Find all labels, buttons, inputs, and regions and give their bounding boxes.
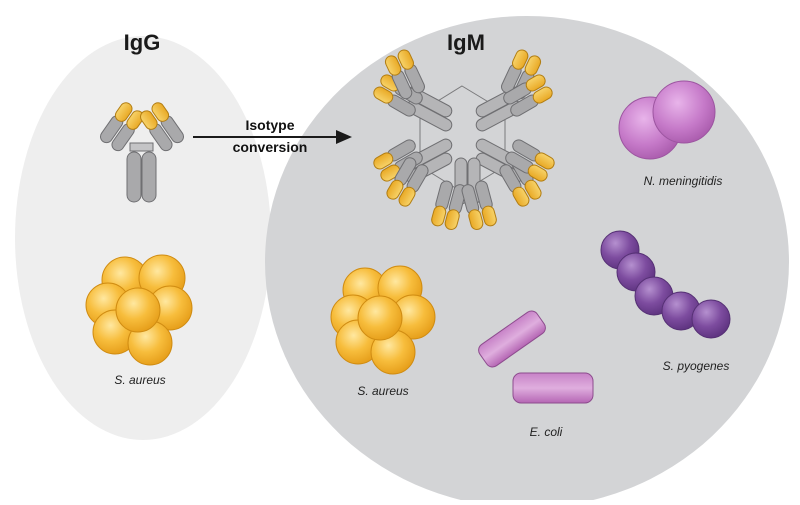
arrow-label-line2: conversion (233, 139, 308, 155)
igg-s-aureus-label: S. aureus (114, 373, 165, 387)
igg-title: IgG (124, 30, 161, 55)
s-pyogenes-chain-icon (600, 230, 731, 339)
n-meningitidis-icon (618, 80, 716, 160)
igg-antibody-icon (97, 99, 187, 203)
e-coli-rods-icon (478, 310, 594, 404)
s-aureus-cluster-icon (85, 254, 193, 366)
igm-title: IgM (447, 30, 485, 55)
igm-s-aureus-label: S. aureus (357, 384, 408, 398)
s-aureus-cluster-icon (330, 265, 436, 375)
isotype-conversion-arrow (193, 130, 352, 144)
arrow-label-line1: Isotype (245, 117, 294, 133)
igm-pentamer-icon (372, 48, 557, 231)
s-pyogenes-label: S. pyogenes (663, 359, 730, 373)
n-meningitidis-label: N. meningitidis (644, 174, 723, 188)
e-coli-label: E. coli (530, 425, 563, 439)
